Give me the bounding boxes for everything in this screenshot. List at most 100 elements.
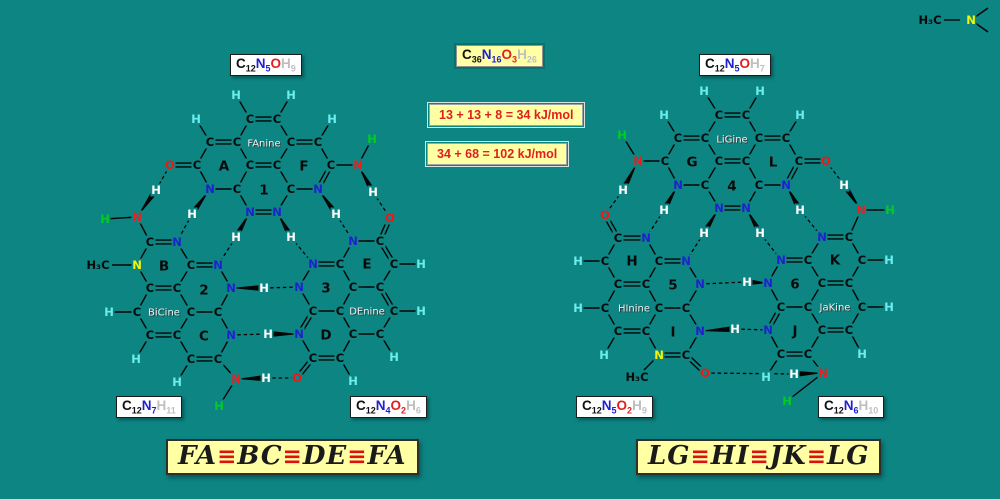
atom-C: C	[858, 253, 866, 267]
atom-C: C	[682, 348, 690, 362]
atom-H: H	[100, 212, 110, 226]
ring-label-D: D	[320, 328, 331, 344]
atom-H: H	[730, 322, 740, 336]
atom-C: C	[336, 304, 344, 318]
atom-N: N	[353, 158, 363, 172]
atom-N: N	[313, 182, 323, 196]
formula-fanine: C12N5OH9	[230, 54, 302, 76]
atom-C: C	[187, 258, 195, 272]
svg-text:LiGine: LiGine	[717, 136, 748, 147]
ring-name-LiGine: LiGine	[716, 135, 747, 146]
atom-C: C	[845, 323, 853, 337]
atom-C: C	[614, 324, 622, 338]
atom-C: C	[655, 254, 663, 268]
atom-C: C	[390, 304, 398, 318]
atom-H: H	[131, 352, 141, 366]
atom-H: H	[231, 88, 241, 102]
atom-C: C	[336, 351, 344, 365]
atom-H: H	[755, 84, 765, 98]
atom-H: H	[327, 112, 337, 126]
atom-N: N	[132, 210, 142, 224]
ring-label-I: I	[670, 325, 675, 341]
atom-C: C	[818, 276, 826, 290]
atom-C: C	[146, 328, 154, 342]
atom-H: H	[839, 178, 849, 192]
ring-name-JaKine: JaKine	[819, 303, 851, 314]
atom-N: N	[245, 205, 255, 219]
atom-O: O	[600, 208, 610, 222]
ring-label-H: H	[626, 254, 637, 270]
atom-N: N	[763, 323, 773, 337]
atom-C: C	[674, 131, 682, 145]
atom-H: H	[699, 84, 709, 98]
atom-C: C	[682, 301, 690, 315]
atom-H₃C: H₃C	[625, 370, 648, 384]
ring-label-C: C	[199, 329, 209, 345]
atom-C: C	[642, 324, 650, 338]
atom-C: C	[336, 257, 344, 271]
atom-C: C	[246, 112, 254, 126]
ring-label-E: E	[362, 257, 371, 273]
atom-C: C	[349, 327, 357, 341]
atom-N: N	[856, 203, 866, 217]
atom-C: C	[777, 347, 785, 361]
atom-H: H	[104, 305, 114, 319]
atom-C: C	[173, 281, 181, 295]
formula-denine: C12N4O2H6	[350, 396, 427, 418]
atom-C: C	[742, 108, 750, 122]
atom-H: H	[885, 203, 895, 217]
atom-C: C	[376, 280, 384, 294]
atom-C: C	[214, 305, 222, 319]
atom-H: H	[286, 230, 296, 244]
atom-C: C	[777, 300, 785, 314]
atom-C: C	[390, 257, 398, 271]
atom-C: C	[614, 277, 622, 291]
ring-label-6: 6	[790, 277, 799, 293]
formula-jakine: C12N6H10	[818, 396, 885, 418]
atom-C: C	[804, 300, 812, 314]
atom-C: C	[146, 235, 154, 249]
atom-N: N	[226, 281, 236, 295]
atom-C: C	[287, 135, 295, 149]
atom-O: O	[292, 371, 302, 385]
atom-N: N	[741, 201, 751, 215]
atom-N: N	[231, 372, 241, 386]
atom-C: C	[187, 305, 195, 319]
atom-N: N	[818, 366, 828, 380]
atom-C: C	[314, 135, 322, 149]
atom-H: H	[259, 281, 269, 295]
atom-C: C	[642, 277, 650, 291]
atom-H: H	[573, 301, 583, 315]
ring-label-3: 3	[321, 281, 330, 297]
svg-text:BiCine: BiCine	[149, 309, 181, 320]
ring-name-DEnine: DEnine	[349, 307, 385, 318]
ring-label-J: J	[791, 324, 797, 340]
atom-N: N	[132, 258, 142, 272]
atom-C: C	[782, 131, 790, 145]
atom-C: C	[273, 158, 281, 172]
triplet-label-left: FA≡BC≡DE≡FA	[166, 439, 419, 475]
atom-H: H	[857, 347, 867, 361]
ring-name-FAnine: FAnine	[247, 139, 280, 150]
ring-label-B: B	[159, 259, 169, 275]
atom-C: C	[233, 182, 241, 196]
ring-name-BiCine: BiCine	[148, 308, 180, 319]
atom-N: N	[695, 324, 705, 338]
atom-H: H	[214, 399, 224, 413]
atom-C: C	[133, 305, 141, 319]
atom-H: H	[761, 370, 771, 384]
atom-C: C	[376, 234, 384, 248]
atom-C: C	[309, 351, 317, 365]
atom-C: C	[233, 135, 241, 149]
atom-N: N	[213, 258, 223, 272]
atom-C: C	[701, 131, 709, 145]
atom-C: C	[804, 253, 812, 267]
ring-label-F: F	[299, 159, 308, 175]
atom-O: O	[700, 366, 710, 380]
atom-N: N	[817, 230, 827, 244]
atom-C: C	[287, 182, 295, 196]
atom-C: C	[701, 178, 709, 192]
